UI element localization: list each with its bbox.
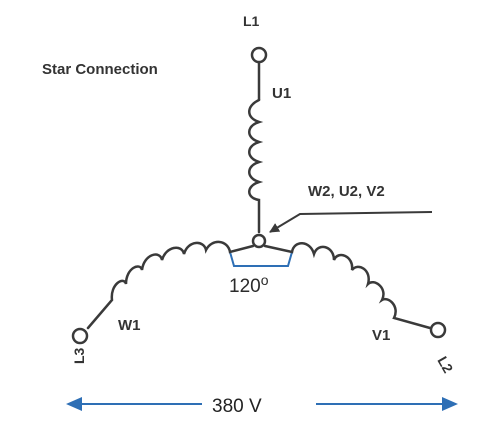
winding-v-coil — [263, 242, 432, 330]
angle-label: 120o — [229, 272, 269, 297]
winding-w-coil — [86, 240, 255, 330]
diagram-title: Star Connection — [42, 61, 158, 78]
winding-label-u1: U1 — [272, 85, 291, 102]
star-point-label: W2, U2, V2 — [308, 183, 385, 200]
terminal-l2 — [429, 321, 447, 339]
terminal-label-l1: L1 — [243, 13, 260, 29]
angle-marker — [229, 251, 293, 267]
voltage-label: 380 V — [212, 396, 262, 417]
star-point — [251, 233, 267, 249]
voltage-arrow — [66, 397, 458, 411]
star-point-pointer-arrow — [269, 211, 433, 233]
terminal-label-l2: L2 — [434, 354, 456, 376]
terminal-label-l3: L3 — [71, 347, 87, 364]
winding-label-w1: W1 — [118, 317, 141, 334]
angle-unit: o — [261, 272, 269, 288]
winding-u-coil — [248, 98, 264, 234]
terminal-l3 — [71, 327, 89, 345]
terminal-l1 — [250, 46, 268, 64]
winding-label-v1: V1 — [372, 327, 390, 344]
